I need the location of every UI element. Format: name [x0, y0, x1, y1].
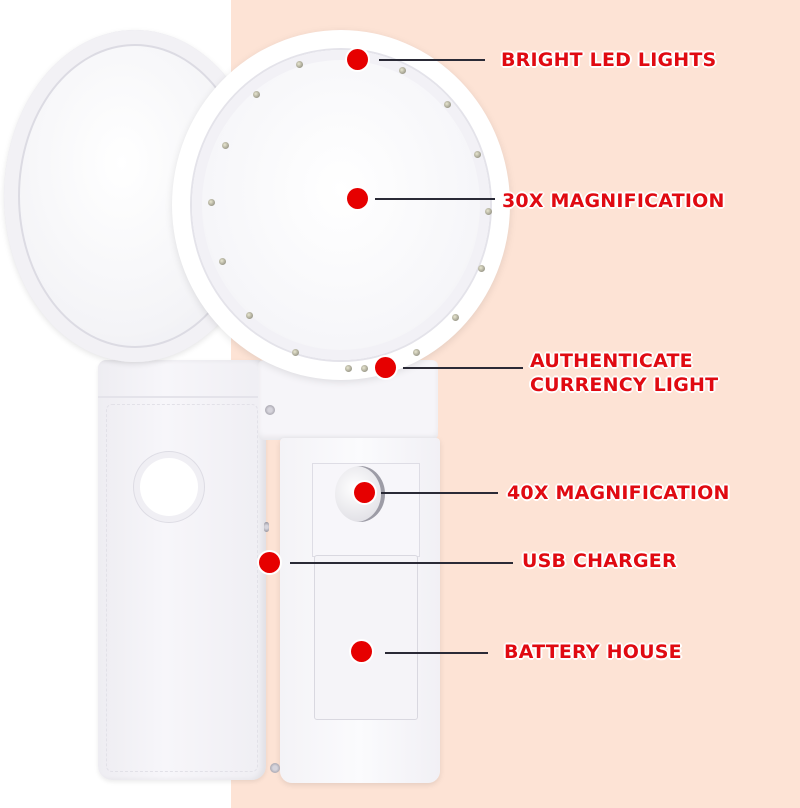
- callout-label: BRIGHT LED LIGHTS: [501, 49, 717, 71]
- hinge-screw-icon: [270, 763, 280, 773]
- led-icon: [345, 365, 352, 372]
- led-icon: [222, 142, 229, 149]
- callout-leader-line: [381, 492, 498, 494]
- led-icon: [413, 349, 420, 356]
- callout-label: USB CHARGER: [522, 550, 677, 572]
- callout-leader-line: [290, 562, 513, 564]
- case-seam: [98, 396, 266, 398]
- callout-label: BATTERY HOUSE: [504, 641, 682, 663]
- leather-case-back: [98, 360, 266, 780]
- battery-compartment-door: [314, 555, 418, 720]
- callout-leader-line: [385, 652, 488, 654]
- callout-marker-dot: [259, 552, 280, 573]
- led-icon: [474, 151, 481, 158]
- main-magnifier-lens: [172, 30, 510, 380]
- callout-leader-line: [379, 59, 485, 61]
- callout-marker-dot: [347, 49, 368, 70]
- case-stitching: [106, 404, 258, 772]
- callout-marker-dot: [375, 357, 396, 378]
- lens-glass: [192, 50, 490, 360]
- led-icon: [452, 314, 459, 321]
- usb-port-icon: [264, 522, 269, 532]
- led-icon: [444, 101, 451, 108]
- callout-label-line1: AUTHENTICATE: [530, 350, 693, 372]
- callout-leader-line: [403, 367, 523, 369]
- callout-marker-dot: [347, 188, 368, 209]
- callout-leader-line: [375, 198, 495, 200]
- case-lens-window: [140, 458, 198, 516]
- led-icon: [361, 365, 368, 372]
- led-icon: [292, 349, 299, 356]
- led-icon: [219, 258, 226, 265]
- led-icon: [246, 312, 253, 319]
- led-icon: [478, 265, 485, 272]
- hinge-screw-icon: [265, 405, 275, 415]
- callout-marker-dot: [354, 482, 375, 503]
- led-icon: [208, 199, 215, 206]
- callout-label: 30X MAGNIFICATION: [502, 190, 725, 212]
- callout-marker-dot: [351, 641, 372, 662]
- callout-label: 40X MAGNIFICATION: [507, 482, 730, 504]
- led-icon: [485, 208, 492, 215]
- led-icon: [296, 61, 303, 68]
- led-icon: [253, 91, 260, 98]
- callout-label-line2: CURRENCY LIGHT: [530, 374, 719, 396]
- led-icon: [399, 67, 406, 74]
